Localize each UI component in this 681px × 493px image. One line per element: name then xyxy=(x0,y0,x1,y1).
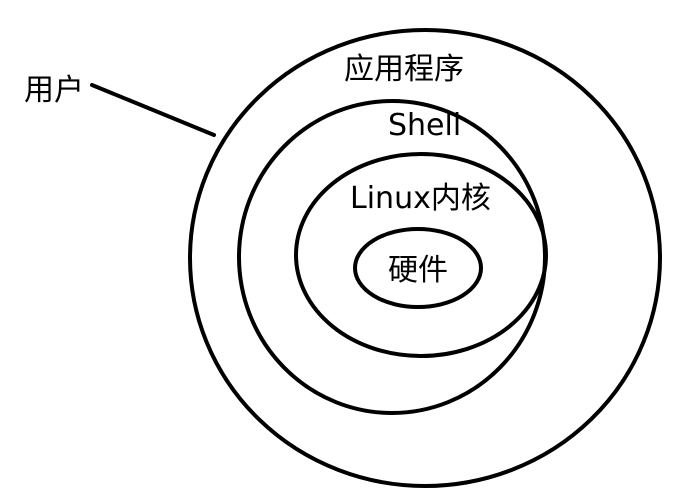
hardware-ellipse xyxy=(353,227,483,309)
user-leader-line xyxy=(90,83,216,137)
kernel-label: Linux内核 xyxy=(350,181,491,216)
applications-ring xyxy=(188,28,662,488)
kernel-ring xyxy=(294,152,548,358)
applications-label: 应用程序 xyxy=(344,52,464,87)
user-label: 用户 xyxy=(24,73,84,108)
hardware-label: 硬件 xyxy=(388,253,448,288)
shell-label: Shell xyxy=(388,108,461,143)
